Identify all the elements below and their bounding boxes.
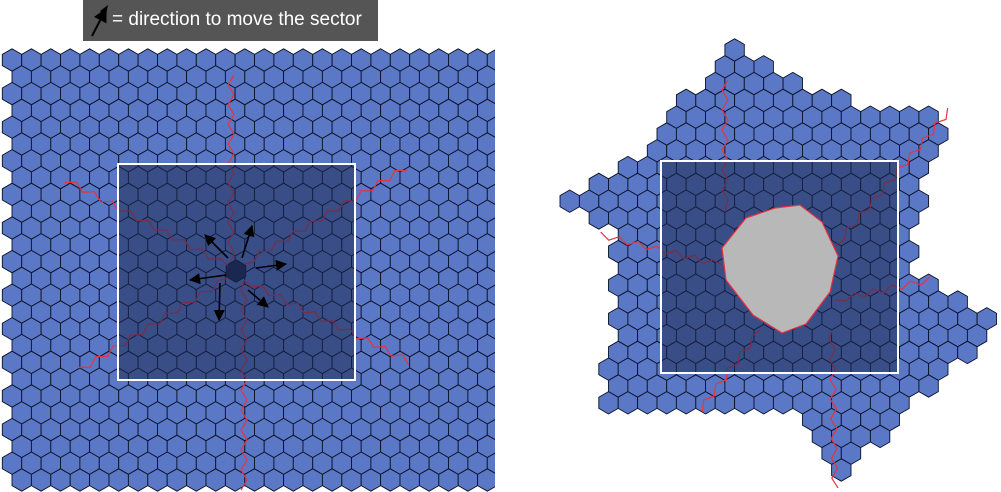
direction-arrow [188,273,227,285]
direction-arrow [213,282,225,322]
direction-arrow [247,289,269,308]
hex-cell [869,424,891,449]
hex-cell [486,318,495,340]
hex-cell [486,251,495,273]
direction-arrow [204,234,229,259]
hex-cell [486,183,495,205]
hex-cell [559,189,580,213]
left-hex-grid [1,48,495,492]
hex-cell [486,452,495,474]
left-selection-rect [117,163,356,381]
hex-cell [486,116,495,138]
legend-text: = direction to move the sector [112,9,362,30]
hex-cell [486,385,495,407]
legend-box: = direction to move the sector [83,0,378,41]
hex-cell [486,49,495,71]
hex-cell [486,351,495,373]
hex-cell [918,374,939,398]
center-gap-region [721,204,839,334]
hex-cell [486,150,495,172]
hex-cell [486,419,495,441]
direction-arrows [188,224,288,322]
arrow-icon [91,5,108,37]
hex-cell [486,217,495,239]
hex-cell [831,458,852,482]
hex-cell [486,83,495,105]
hex-cell [957,340,978,365]
hex-cell [477,468,495,492]
direction-arrow [241,224,255,259]
hex-cell [486,284,495,306]
direction-arrow [255,259,288,271]
